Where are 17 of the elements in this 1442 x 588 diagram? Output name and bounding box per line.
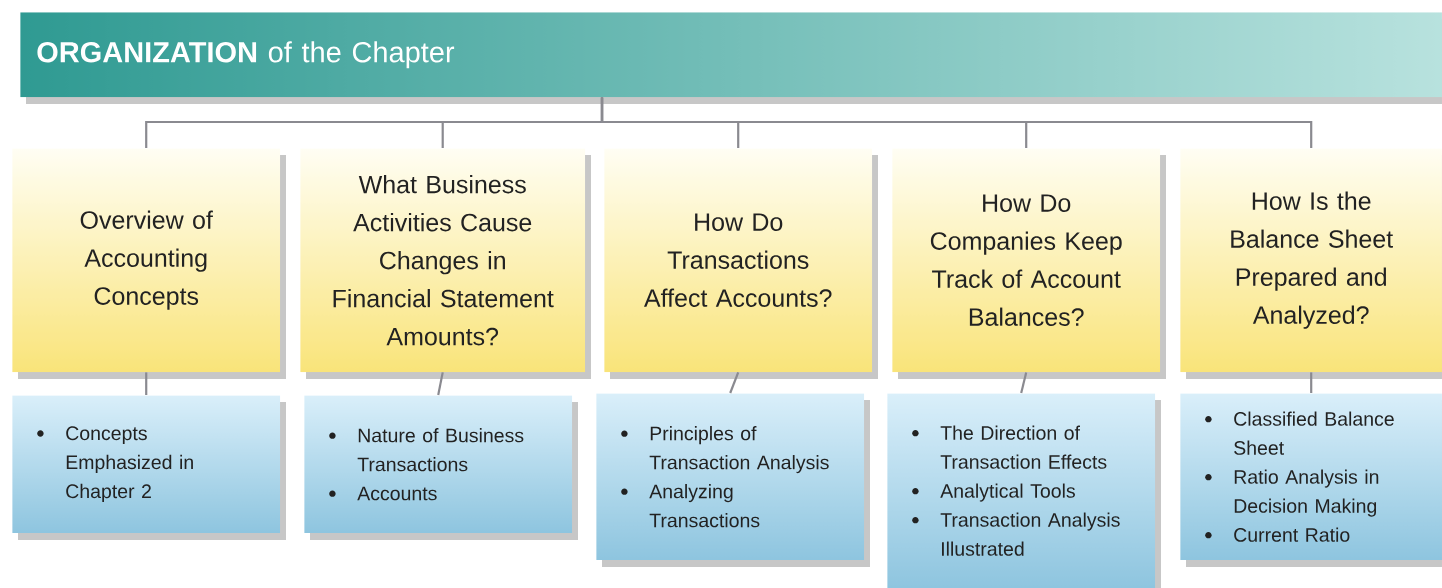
topic-box: What Business Activities Cause Changes in Financial Statement Amounts? [300,148,591,379]
connector-line [145,372,148,395]
connector-line [437,372,444,396]
subtopic-box: Concepts Emphasized in Chapter 2 [12,395,286,540]
connector-line [1310,372,1313,393]
connector-line [729,372,740,394]
subtopic-box: Principles of Transaction Analysis Analyzing Transactions [596,393,870,567]
subtopic-box: The Direction of Transaction Effects Analytical Tools Transaction Analysis Illustrated [887,393,1161,588]
topic-box: How Do Companies Keep Track of Account Balances? [892,148,1166,379]
connector-line [600,97,1313,148]
subtopic-box: Nature of Business Transactions Accounts [304,395,578,540]
topic-box: How Do Transactions Affect Accounts? [604,148,878,379]
subtopic-box: Classified Balance Sheet Ratio Analysis in Decision Making Current Ratio [1180,393,1442,567]
topic-box: Overview of Accounting Concepts [12,148,286,379]
topic-box: How Is the Balance Sheet Prepared and Analyzed? [1180,148,1442,379]
connector-line [1020,372,1028,394]
title-banner: ORGANIZATION of the Chapter [20,12,1442,104]
